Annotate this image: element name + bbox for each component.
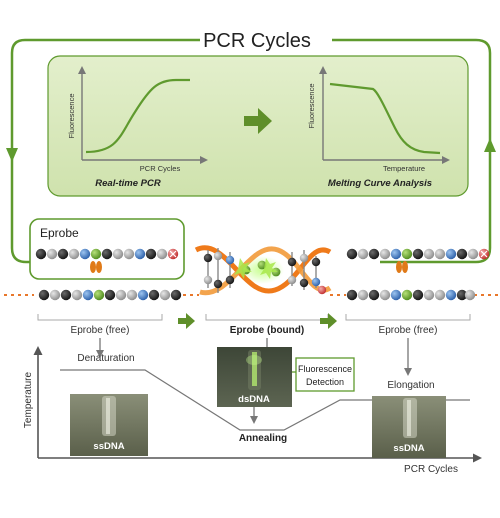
melting-curve-chart: Fluorescence Temperature Melting Curve A… (307, 66, 450, 189)
template-strand-left (4, 289, 199, 301)
pcr-cycles-axis-label: PCR Cycles (404, 464, 458, 475)
panel-arrow-icon (244, 108, 272, 134)
left-chart-y-label: Fluorescence (67, 93, 76, 138)
fluorescence-detection-box (295, 357, 355, 392)
diagram-title: PCR Cycles (203, 30, 311, 52)
elongation-label: Elongation (387, 380, 434, 391)
tube-left-label: ssDNA (93, 441, 124, 452)
fluorescence-box-line-2: Detection (306, 377, 344, 387)
stage-arrow-icon (178, 313, 195, 329)
annealing-label: Annealing (239, 433, 287, 444)
right-chart-caption: Melting Curve Analysis (328, 178, 432, 189)
stage-brackets (37, 314, 471, 321)
dna-helix (194, 245, 332, 296)
right-chart-x-label: Temperature (383, 164, 425, 173)
loop-arrow-down-icon (6, 148, 18, 162)
left-chart-x-label: PCR Cycles (140, 164, 181, 173)
sigmoid-curve (85, 78, 190, 154)
stage-free-right-label: Eprobe (free) (379, 325, 438, 336)
tube-photo-right: ssDNA (372, 396, 446, 458)
tube-photo-left: ssDNA (70, 394, 148, 456)
tube-right-label: ssDNA (393, 443, 424, 454)
denaturation-label: Denaturation (77, 353, 134, 364)
realtime-pcr-chart: Fluorescence PCR Cycles Real-time PCR (67, 66, 208, 189)
eprobe-strand-left (35, 248, 179, 273)
fluorescent-tube-glow (252, 352, 257, 386)
temperature-profile-line (60, 369, 470, 431)
left-chart-caption: Real-time PCR (95, 178, 161, 189)
tube-photo-middle: dsDNA (217, 347, 292, 407)
tube-middle-label: dsDNA (238, 394, 270, 405)
loop-arrow-up-icon (484, 138, 496, 152)
pcr-cycle-loop (6, 38, 496, 264)
stage-free-left-label: Eprobe (free) (71, 325, 130, 336)
stage-bound-label: Eprobe (bound) (230, 325, 304, 336)
melting-curve (329, 82, 441, 155)
fluorescence-burst-icon (234, 258, 252, 279)
template-strand-right (330, 289, 498, 301)
fluorescence-box-line-1: Fluorescence (298, 364, 352, 374)
stage-arrow-icon (320, 313, 337, 329)
temperature-axis-label: Temperature (23, 371, 34, 428)
eprobe-strand-right (346, 248, 490, 273)
eprobe-box-label: Eprobe (40, 226, 79, 240)
dye-icon (90, 261, 96, 273)
right-chart-y-label: Fluorescence (307, 83, 316, 128)
